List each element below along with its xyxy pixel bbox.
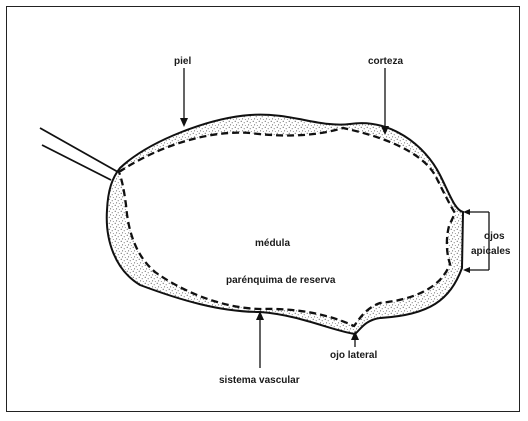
sistema-vascular-pointer [256,311,264,368]
label-sistema-vascular: sistema vascular [219,375,300,386]
stolon [40,128,118,180]
cortex-region [107,115,463,334]
label-piel: piel [174,56,191,67]
label-ojos: ojos [484,231,505,242]
corteza-pointer [381,68,389,135]
piel-pointer [180,68,188,127]
label-parenquima: parénquima de reserva [226,275,336,286]
label-medula: médula [255,238,290,249]
label-corteza: corteza [368,56,403,67]
label-ojo-lateral: ojo lateral [330,350,377,361]
label-apicales: apicales [471,246,511,257]
